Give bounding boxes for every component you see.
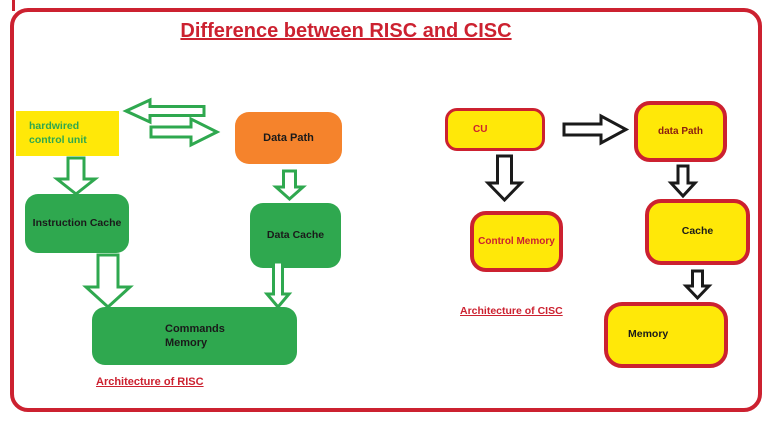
node-cu: CU [445, 108, 545, 151]
node-label: Data Cache [266, 228, 325, 241]
node-label: Memory [628, 328, 669, 341]
node-cache: Cache [645, 199, 750, 265]
node-data-path-cisc: data Path [634, 101, 727, 162]
node-control-memory: Control Memory [470, 211, 563, 272]
node-label-line: Memory [165, 337, 208, 349]
node-label: Instruction Cache [32, 216, 122, 229]
arrow-down-icon [52, 156, 100, 196]
node-commands-memory: Commands Memory [92, 307, 297, 365]
arrow-left-icon [122, 97, 206, 125]
arrow-down-icon [272, 169, 307, 202]
node-memory: Memory [604, 302, 728, 368]
frame-corner-mark [12, 0, 15, 11]
node-label: Cache [681, 225, 714, 238]
arrow-down-icon [484, 154, 525, 203]
node-instruction-cache: Instruction Cache [25, 194, 129, 253]
node-data-path-risc: Data Path [235, 112, 342, 164]
arrow-down-icon [263, 260, 293, 310]
arrow-down-icon [82, 253, 134, 310]
node-label: Data Path [263, 131, 314, 144]
node-label: Control Memory [478, 236, 555, 247]
node-data-cache: Data Cache [250, 203, 341, 268]
page-border [10, 8, 762, 412]
arrow-down-icon [667, 164, 699, 199]
page-title: Difference between RISC and CISC [180, 20, 512, 42]
cisc-caption: Architecture of CISC [460, 305, 563, 317]
risc-caption: Architecture of RISC [96, 376, 204, 388]
node-label: data Path [657, 126, 703, 137]
arrow-right-icon [149, 116, 221, 148]
arrow-right-icon [562, 113, 630, 146]
node-hardwired-control-unit: hardwired control unit [16, 111, 119, 156]
node-label: CU [473, 124, 488, 135]
node-label-line: control unit [29, 133, 87, 146]
node-label-line: hardwired [29, 119, 80, 132]
arrow-down-icon [682, 269, 713, 301]
node-label-line: Commands [165, 322, 225, 335]
